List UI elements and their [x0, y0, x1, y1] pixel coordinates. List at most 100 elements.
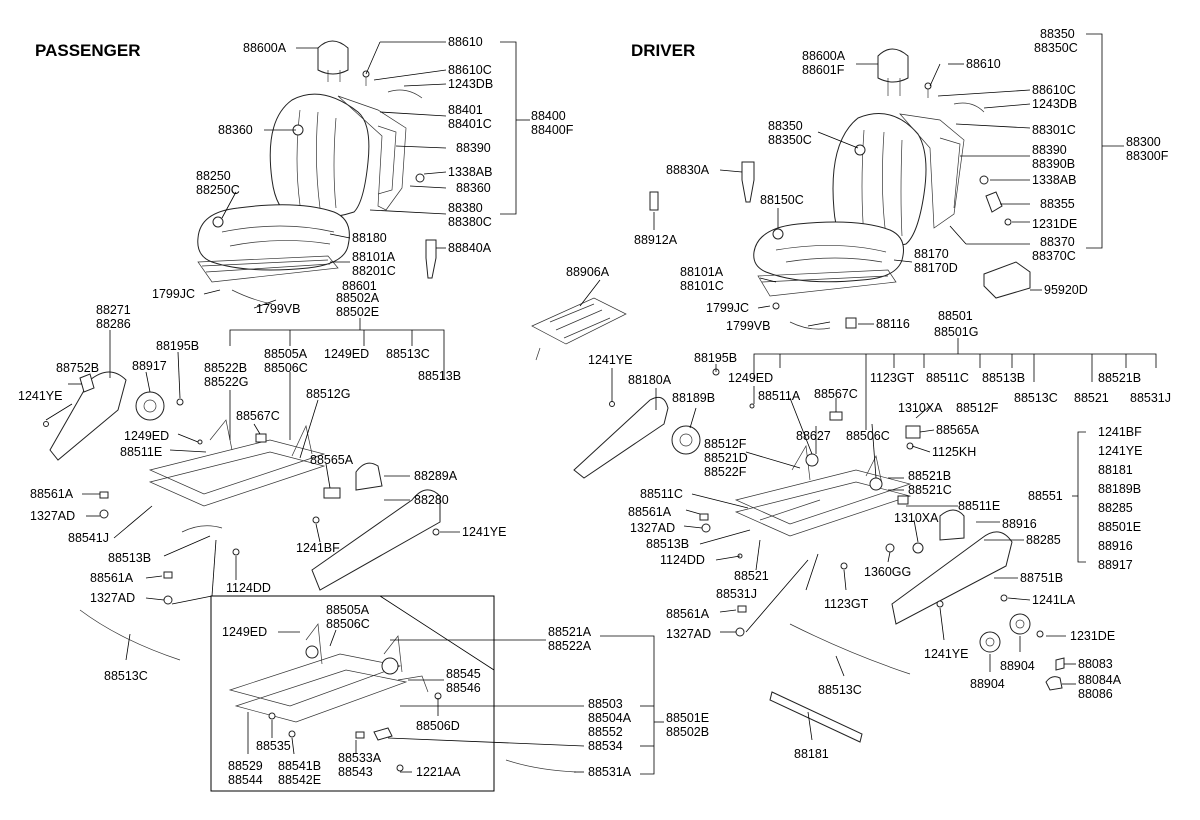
- list-item: 1241YE: [1098, 444, 1142, 458]
- label-88513B: 88513B: [418, 369, 461, 383]
- label-88360: 88360: [218, 123, 253, 137]
- d-label-88350C-b: 88350C: [768, 133, 812, 147]
- inset-label-88535: 88535: [256, 739, 291, 753]
- d-label-88501: 88501: [938, 309, 973, 323]
- list-item: 88916: [1098, 539, 1133, 553]
- driver-labels: 88600A 88601F 88610 88350 88350C 88610C …: [566, 27, 1171, 761]
- label-88360-right: 88360: [456, 181, 491, 195]
- label-88380: 88380: [448, 201, 483, 215]
- label-88565A: 88565A: [310, 453, 354, 467]
- label-88195B: 88195B: [156, 339, 199, 353]
- inset-leaders: [247, 629, 664, 775]
- d-label-1310XA: 1310XA: [898, 401, 943, 415]
- label-88280: 88280: [414, 493, 449, 507]
- d-label-1241LA: 1241LA: [1032, 593, 1076, 607]
- passenger-title: PASSENGER: [35, 41, 141, 60]
- label-88561A: 88561A: [30, 487, 74, 501]
- label-1249ED-2: 1249ED: [124, 429, 169, 443]
- d-label-88301C: 88301C: [1032, 123, 1076, 137]
- label-88289A: 88289A: [414, 469, 458, 483]
- list-item: 88501E: [1098, 520, 1141, 534]
- d-label-88350-b: 88350: [768, 119, 803, 133]
- d-label-88170D: 88170D: [914, 261, 958, 275]
- d-label-1231DE: 1231DE: [1032, 217, 1077, 231]
- d-label-1123GT-2: 1123GT: [824, 597, 869, 611]
- label-88511E: 88511E: [120, 445, 162, 459]
- d-label-88285: 88285: [1026, 533, 1061, 547]
- list-item: 88285: [1098, 501, 1133, 515]
- passenger-leaders: [45, 41, 530, 740]
- inset-label-88542E: 88542E: [278, 773, 321, 787]
- label-1799JC: 1799JC: [152, 287, 195, 301]
- d-label-88300: 88300: [1126, 135, 1161, 149]
- d-label-88511A: 88511A: [758, 389, 801, 403]
- d-label-88390: 88390: [1032, 143, 1067, 157]
- d-label-88355: 88355: [1040, 197, 1075, 211]
- d-label-88370: 88370: [1040, 235, 1075, 249]
- label-1243DB: 1243DB: [448, 77, 493, 91]
- d-label-88189B: 88189B: [672, 391, 715, 405]
- d-label-88561A-2: 88561A: [666, 607, 710, 621]
- d-label-1125KH: 1125KH: [932, 445, 976, 459]
- inset-label-88504A: 88504A: [588, 711, 632, 725]
- d-label-88565A: 88565A: [936, 423, 980, 437]
- label-88201C: 88201C: [352, 264, 396, 278]
- d-label-88521: 88521: [1074, 391, 1109, 405]
- label-88541J: 88541J: [68, 531, 109, 545]
- d-label-88521B: 88521B: [1098, 371, 1141, 385]
- d-label-88512F-2: 88512F: [704, 437, 747, 451]
- d-label-1799JC: 1799JC: [706, 301, 749, 315]
- label-88506C: 88506C: [264, 361, 308, 375]
- d-label-88600A: 88600A: [802, 49, 846, 63]
- inset-label-88541B: 88541B: [278, 759, 321, 773]
- label-88271: 88271: [96, 303, 131, 317]
- d-label-88181: 88181: [794, 747, 829, 761]
- d-label-88916: 88916: [1002, 517, 1037, 531]
- d-label-88906A: 88906A: [566, 265, 610, 279]
- d-label-88170: 88170: [914, 247, 949, 261]
- d-label-88531J: 88531J: [1130, 391, 1171, 405]
- inset-frame: [210, 595, 495, 792]
- d-label-88370C: 88370C: [1032, 249, 1076, 263]
- d-label-88511C: 88511C: [926, 371, 969, 385]
- inset-labels: 1249ED 88505A 88506C 88521A 88522A 88545…: [222, 603, 709, 787]
- inset-label-88545: 88545: [446, 667, 481, 681]
- label-88390: 88390: [456, 141, 491, 155]
- d-label-1327AD-2: 1327AD: [666, 627, 711, 641]
- inset-label-88552: 88552: [588, 725, 623, 739]
- list-item: 88917: [1098, 558, 1133, 572]
- list-item: 88181: [1098, 463, 1133, 477]
- d-label-88511C-b: 88511C: [640, 487, 683, 501]
- d-label-88501G: 88501G: [934, 325, 978, 339]
- label-88513B-2: 88513B: [108, 551, 151, 565]
- list-item: 88189B: [1098, 482, 1141, 496]
- label-88101A: 88101A: [352, 250, 396, 264]
- d-label-88390B: 88390B: [1032, 157, 1075, 171]
- d-label-88830A: 88830A: [666, 163, 710, 177]
- d-label-88116: 88116: [876, 317, 910, 331]
- d-label-88513C-2: 88513C: [818, 683, 862, 697]
- inset-label-88546: 88546: [446, 681, 481, 695]
- d-label-88521B-b: 88521B: [908, 469, 951, 483]
- d-label-88083: 88083: [1078, 657, 1113, 671]
- d-label-88912A: 88912A: [634, 233, 678, 247]
- passenger-labels: 88600A 88610 88610C 1243DB 88401 88401C …: [18, 35, 574, 683]
- d-label-88350: 88350: [1040, 27, 1075, 41]
- d-label-88751B: 88751B: [1020, 571, 1063, 585]
- label-88286: 88286: [96, 317, 131, 331]
- label-88250C: 88250C: [196, 183, 240, 197]
- label-88401: 88401: [448, 103, 483, 117]
- inset-label-88521A: 88521A: [548, 625, 592, 639]
- list-item: 1241BF: [1098, 425, 1142, 439]
- label-1241YE-2: 1241YE: [462, 525, 506, 539]
- inset-label-88534: 88534: [588, 739, 623, 753]
- d-label-1799VB: 1799VB: [726, 319, 770, 333]
- d-label-88522F: 88522F: [704, 465, 747, 479]
- d-label-88513B: 88513B: [982, 371, 1025, 385]
- label-88380C: 88380C: [448, 215, 492, 229]
- d-label-1124DD: 1124DD: [660, 553, 705, 567]
- d-label-1241YE: 1241YE: [588, 353, 632, 367]
- label-88567C: 88567C: [236, 409, 280, 423]
- d-label-88084A: 88084A: [1078, 673, 1122, 687]
- d-label-88904-b: 88904: [970, 677, 1005, 691]
